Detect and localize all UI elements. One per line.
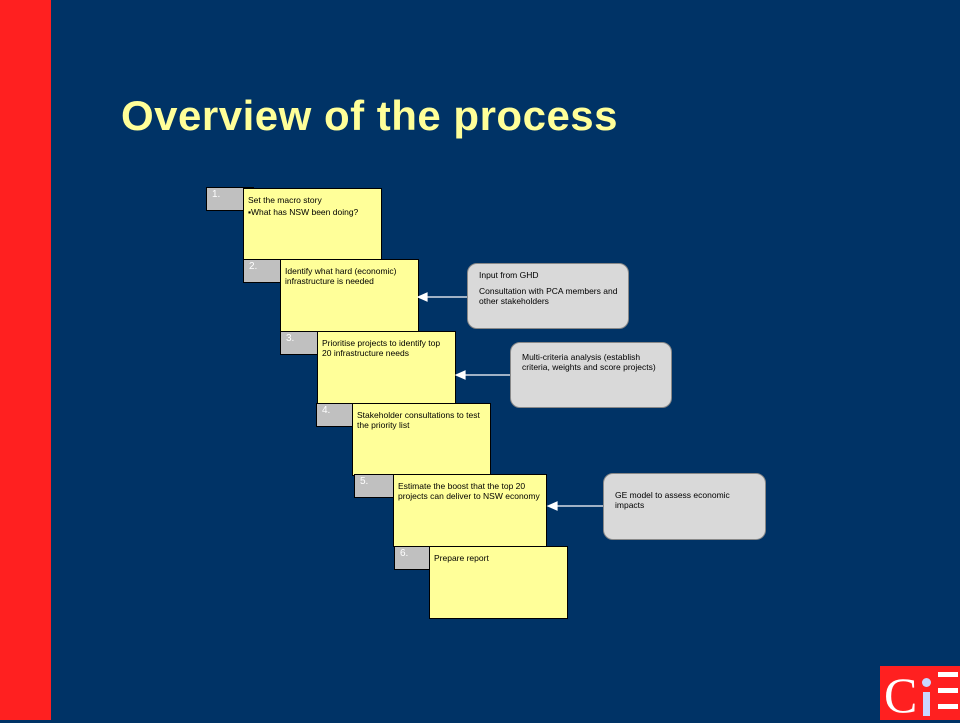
slide-title: Overview of the process	[121, 92, 619, 139]
logo-i-dot	[922, 678, 931, 687]
step-5-label: Estimate the boost that the top 20 proje…	[398, 481, 540, 501]
arrow-to-step-5	[546, 501, 603, 511]
step-6-label: Prepare report	[434, 553, 489, 563]
step-3-box: Prioritise projects to identify top 20 i…	[317, 331, 456, 404]
input-ghd-label: Input from GHD	[479, 270, 539, 280]
step-2-box: Identify what hard (economic) infrastruc…	[280, 259, 419, 332]
input-ghd-box: Input from GHD Consultation with PCA mem…	[467, 263, 629, 329]
input-ge-model-box: GE model to assess economic impacts	[603, 473, 766, 540]
cie-logo: C	[880, 666, 960, 720]
input-ge-model-label: GE model to assess economic impacts	[615, 490, 730, 510]
step-6-box: Prepare report	[429, 546, 568, 619]
logo-i-stem	[923, 692, 930, 716]
input-consultation-label: Consultation with PCA members and other …	[479, 286, 618, 306]
logo-e-bar-top	[938, 672, 958, 677]
logo-e-bar-bottom	[938, 704, 958, 709]
step-3-label: Prioritise projects to identify top 20 i…	[322, 338, 441, 358]
step-5-box: Estimate the boost that the top 20 proje…	[393, 474, 547, 547]
step-4-box: Stakeholder consultations to test the pr…	[352, 403, 491, 476]
logo-e-bar-middle	[938, 688, 958, 693]
input-mca-box: Multi-criteria analysis (establish crite…	[510, 342, 672, 408]
arrow-to-step-3	[454, 370, 510, 380]
step-1-bullet: ▪What has NSW been doing?	[248, 207, 359, 217]
arrow-to-step-2	[416, 292, 467, 302]
step-1-box: Set the macro story ▪What has NSW been d…	[243, 188, 382, 261]
input-mca-label: Multi-criteria analysis (establish crite…	[522, 352, 656, 372]
accent-sidebar	[0, 0, 51, 720]
step-4-label: Stakeholder consultations to test the pr…	[357, 410, 480, 430]
step-1-label: Set the macro story	[248, 195, 322, 205]
logo-letter-c: C	[884, 667, 918, 723]
step-2-label: Identify what hard (economic) infrastruc…	[285, 266, 397, 286]
